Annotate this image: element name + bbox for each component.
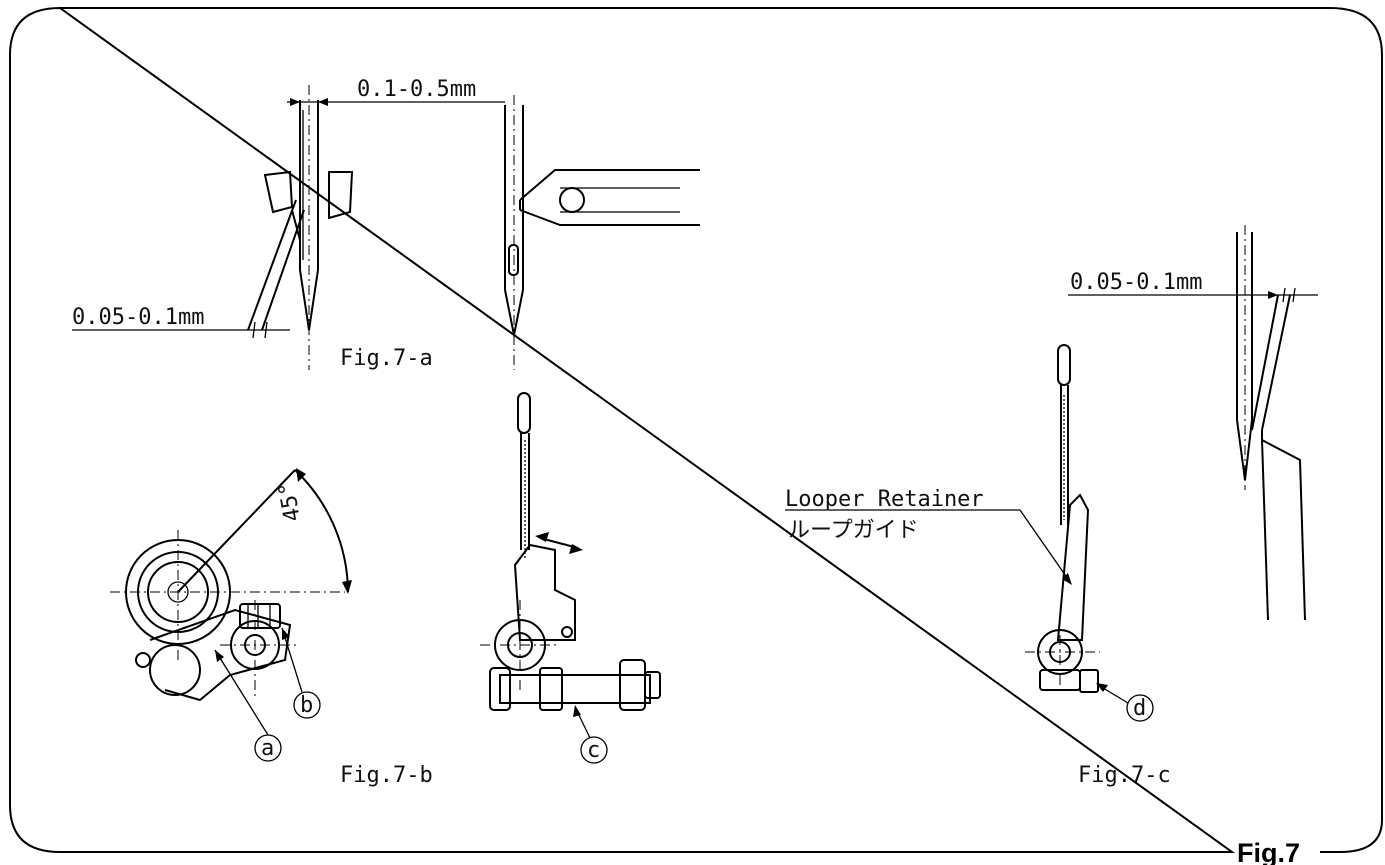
- svg-text:b: b: [300, 693, 313, 718]
- callout-d: d: [1126, 694, 1154, 722]
- fig-7a-needle-left: [72, 85, 505, 370]
- svg-text:a: a: [261, 736, 274, 761]
- figure-tag: Fig.7: [1237, 838, 1300, 865]
- dim-7c-gap: 0.05-0.1mm: [1070, 270, 1202, 295]
- dim-7a-side: 0.05-0.1mm: [72, 305, 204, 330]
- callout-a: a: [254, 734, 282, 762]
- caption-fig-7b: Fig.7-b: [340, 763, 433, 788]
- callout-b: b: [293, 691, 321, 719]
- fig-7b-needle-assembly: [480, 392, 661, 739]
- caption-fig-7a: Fig.7-a: [340, 346, 433, 371]
- fig-7c-retainer-assembly: [785, 344, 1129, 704]
- svg-text:c: c: [587, 738, 600, 763]
- callout-c: c: [580, 736, 608, 764]
- dim-45-deg: 45°: [274, 480, 306, 523]
- label-looper-retainer-ja: ループガイド: [788, 518, 919, 543]
- fig-7a-needle-right: [504, 95, 700, 370]
- fig-7c-needle-detail: [1068, 225, 1318, 621]
- label-looper-retainer-en: Looper Retainer: [785, 487, 984, 512]
- fig-7b-retainer-assembly: [110, 468, 352, 736]
- dim-7a-top: 0.1-0.5mm: [357, 77, 476, 102]
- svg-text:d: d: [1133, 696, 1146, 721]
- frame-border: [9, 6, 1383, 853]
- caption-fig-7c: Fig.7-c: [1078, 763, 1171, 788]
